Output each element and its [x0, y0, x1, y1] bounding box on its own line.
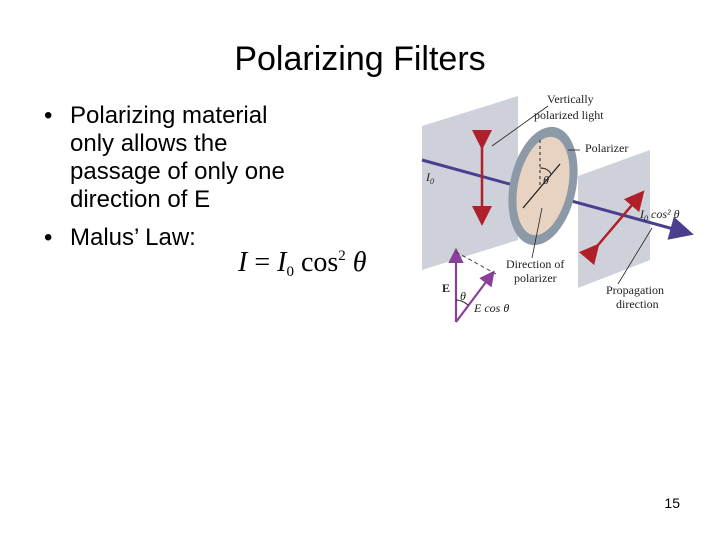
label-theta-center: θ — [543, 173, 549, 187]
formula-equals: = — [247, 247, 278, 278]
label-polarized-light: polarized light — [534, 108, 604, 122]
formula-theta: θ — [345, 247, 367, 278]
label-direction-of: Direction of — [506, 257, 564, 271]
polarizer-axis-line — [522, 163, 561, 209]
malus-law-formula: I = I0 cos2 θ — [238, 238, 367, 290]
bullet-line: passage of only one — [70, 158, 285, 185]
formula-subscript: 0 — [286, 264, 294, 280]
formula-cos: cos — [293, 247, 339, 278]
polarizer-diagram: Vertically polarized light Polarizer I0 … — [421, 92, 694, 323]
bullet-line: Malus’ Law: — [70, 224, 196, 251]
bullet-item-polarizing-material: • Polarizing material only allows the pa… — [44, 102, 374, 214]
formula-intensity: I — [238, 247, 248, 278]
polarizer-filter-disc — [516, 136, 570, 236]
theta-arc — [539, 167, 552, 175]
bullet-line: Polarizing material — [70, 102, 268, 129]
label-i0: I0 — [425, 170, 434, 186]
label-polarizer: Polarizer — [585, 141, 628, 155]
leader-direction — [531, 207, 543, 259]
e-cos-vector — [455, 270, 495, 323]
e-projection-dash — [455, 251, 497, 275]
vector-theta-arc — [455, 299, 469, 306]
label-direction: direction — [616, 297, 659, 311]
bullet-line: only allows the — [70, 130, 228, 157]
label-polarizer-direction: polarizer — [514, 271, 557, 285]
formula-exponent: 2 — [338, 248, 346, 264]
label-theta-vector: θ — [460, 289, 466, 303]
label-vertically: Vertically — [547, 92, 594, 106]
slide-title: Polarizing Filters — [234, 40, 486, 78]
formula-initial-intensity: I — [277, 247, 287, 278]
page-number: 15 — [664, 495, 680, 511]
leader-propagation — [617, 227, 653, 285]
label-e-cos-theta: E cos θ — [473, 301, 509, 315]
transmitted-polarization-arrow — [578, 190, 645, 266]
bullet-marker: • — [44, 102, 53, 129]
leader-vertically — [491, 105, 549, 147]
bullet-line: direction of E — [70, 186, 211, 213]
label-propagation: Propagation — [606, 283, 664, 297]
left-panel — [422, 96, 518, 270]
label-i0-cos: I0 cos² θ — [639, 207, 680, 223]
bullet-item-malus-law: • Malus’ Law: — [44, 224, 374, 252]
bullet-list: • Polarizing material only allows the pa… — [44, 102, 374, 252]
label-e: E — [442, 281, 450, 295]
bullet-marker: • — [44, 224, 53, 251]
